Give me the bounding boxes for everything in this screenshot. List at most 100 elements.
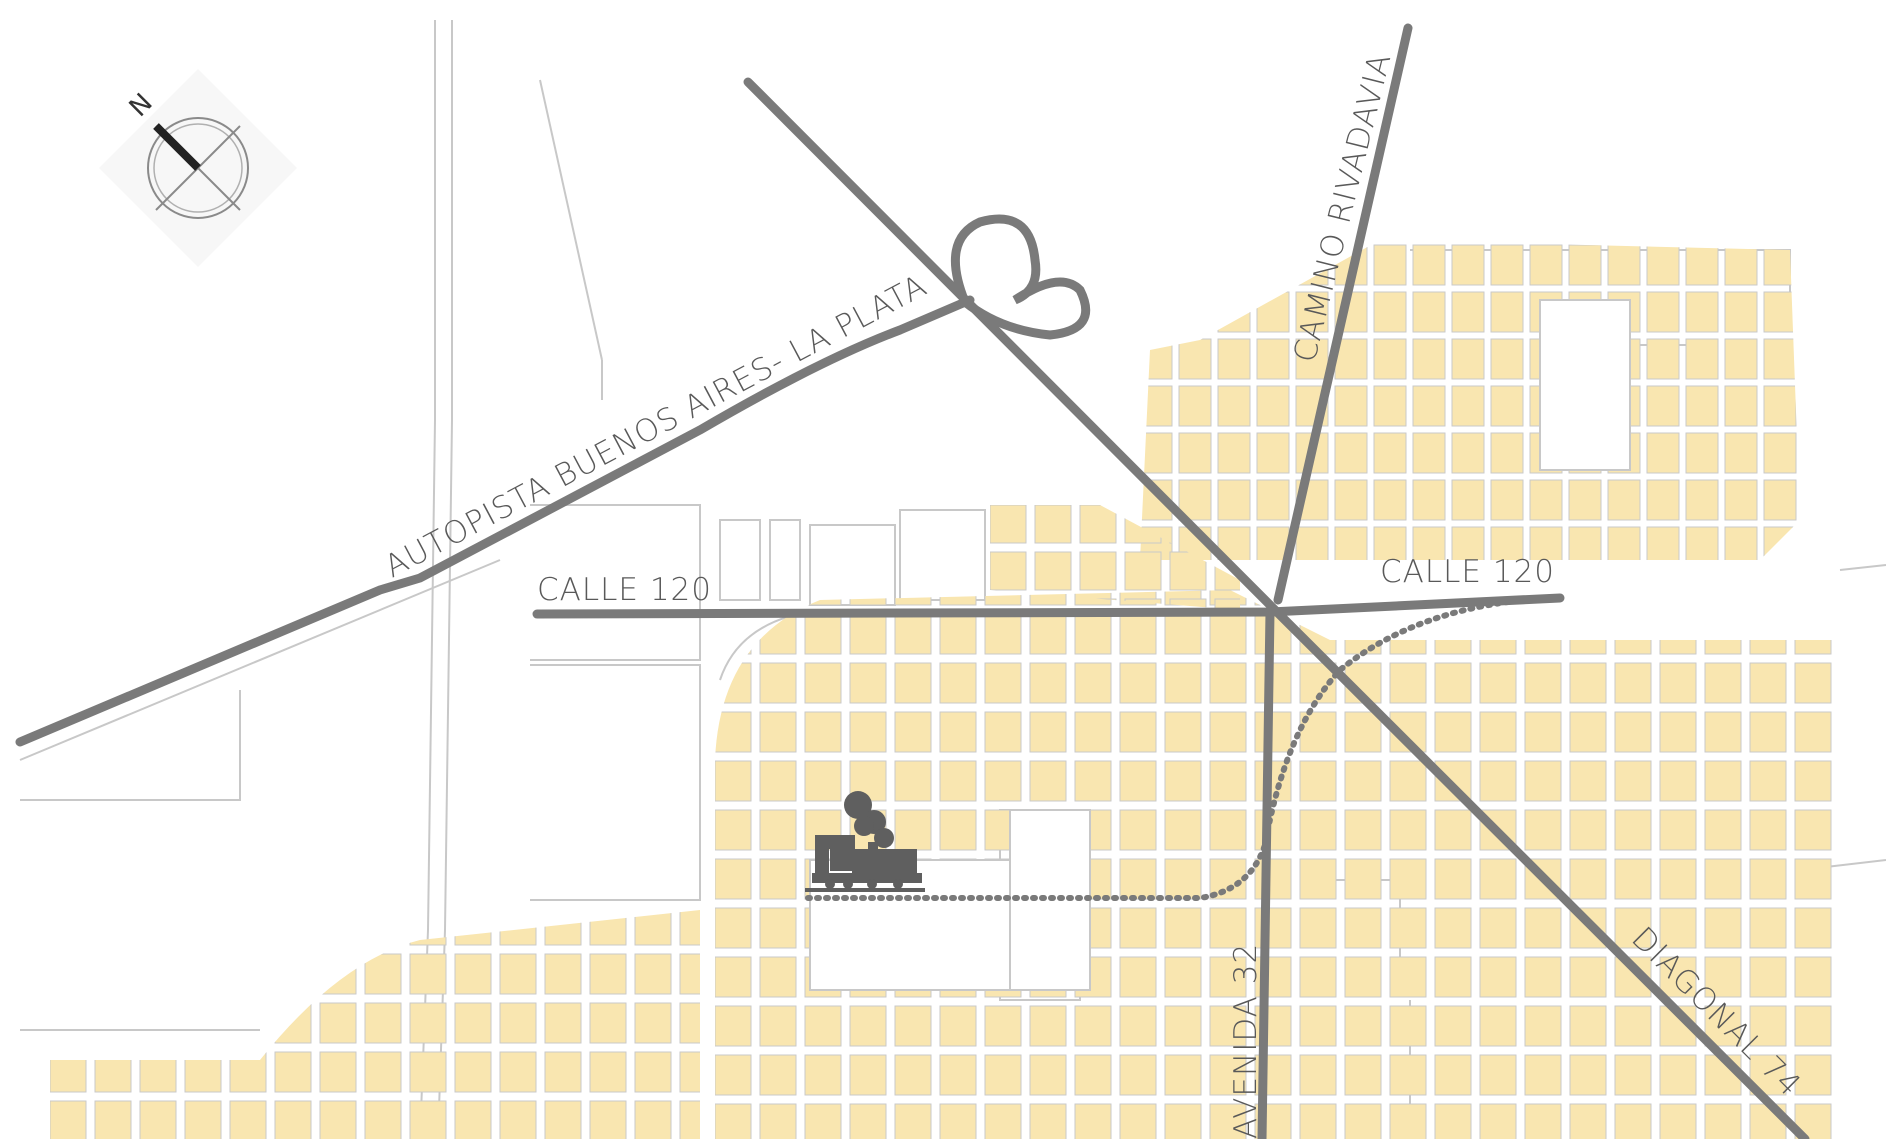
city-block <box>894 1005 932 1047</box>
city-block <box>1614 760 1652 802</box>
city-block <box>1074 760 1112 802</box>
city-block <box>1178 338 1212 380</box>
city-block <box>1763 479 1797 521</box>
city-block <box>1724 526 1758 560</box>
city-block <box>1217 338 1251 380</box>
city-block <box>679 1100 700 1139</box>
city-block <box>1659 907 1697 949</box>
city-block <box>1434 858 1472 900</box>
road-camino-rivadavia <box>1273 23 1413 605</box>
city-block <box>1029 1103 1067 1139</box>
city-block <box>715 613 752 655</box>
city-block <box>1479 711 1517 753</box>
city-block <box>1724 338 1758 380</box>
city-block <box>1749 956 1787 998</box>
city-block <box>1299 956 1337 998</box>
city-block <box>499 910 537 946</box>
city-block <box>1529 479 1563 521</box>
city-block <box>1685 432 1719 474</box>
city-block <box>589 1051 627 1093</box>
city-block <box>1763 291 1797 333</box>
city-block <box>1119 613 1157 655</box>
city-block <box>759 760 797 802</box>
city-block <box>1704 711 1742 753</box>
city-block <box>990 505 1027 544</box>
city-block <box>715 858 752 900</box>
city-block <box>139 910 177 946</box>
city-block <box>1479 613 1517 655</box>
city-block <box>1763 526 1797 560</box>
city-block <box>229 1051 267 1093</box>
city-block <box>715 1005 752 1047</box>
city-block <box>1344 613 1382 655</box>
city-block <box>1646 432 1680 474</box>
city-block <box>139 1002 177 1044</box>
city-block <box>1164 858 1202 900</box>
city-block <box>1704 590 1742 606</box>
city-block <box>1373 526 1407 560</box>
city-block <box>759 809 797 851</box>
city-block <box>1794 590 1832 606</box>
city-block <box>715 711 752 753</box>
city-block <box>894 613 932 655</box>
city-block <box>1373 432 1407 474</box>
city-block <box>1749 613 1787 655</box>
city-block <box>1412 291 1446 333</box>
city-block <box>984 1054 1022 1096</box>
city-block <box>939 662 977 704</box>
main-roads <box>15 23 1810 1139</box>
city-block <box>1209 711 1247 753</box>
city-block <box>50 1100 87 1139</box>
city-block <box>1524 711 1562 753</box>
city-block <box>364 1002 402 1044</box>
city-block <box>409 1100 447 1139</box>
city-block <box>1490 479 1524 521</box>
city-block <box>1412 479 1446 521</box>
city-block <box>849 1103 887 1139</box>
railway-line <box>805 595 1553 901</box>
city-block <box>1434 1103 1472 1139</box>
city-block <box>1479 907 1517 949</box>
city-block <box>1614 613 1652 655</box>
city-block <box>1214 598 1240 610</box>
city-block <box>1763 338 1797 380</box>
city-block <box>1451 338 1485 380</box>
city-block <box>1029 613 1067 655</box>
city-block <box>1614 590 1652 606</box>
city-block <box>939 1005 977 1047</box>
city-block <box>1794 1005 1832 1047</box>
road-autopista <box>15 295 975 747</box>
city-block <box>499 1051 537 1093</box>
city-block <box>1479 1103 1517 1139</box>
city-block <box>634 910 672 946</box>
city-block <box>1794 858 1832 900</box>
city-block <box>1079 505 1117 544</box>
city-block <box>1178 385 1212 427</box>
city-block <box>1763 432 1797 474</box>
city-block <box>1434 956 1472 998</box>
city-block <box>1794 662 1832 704</box>
city-block <box>759 1054 797 1096</box>
city-block <box>1704 858 1742 900</box>
city-block <box>894 662 932 704</box>
city-block <box>544 1002 582 1044</box>
city-block <box>984 613 1022 655</box>
city-block <box>1704 809 1742 851</box>
city-block <box>1614 662 1652 704</box>
city-block <box>1685 526 1719 560</box>
city-block <box>1568 526 1602 560</box>
city-block <box>1434 907 1472 949</box>
city-block <box>1529 526 1563 560</box>
city-block <box>1334 526 1368 560</box>
city-block <box>1034 505 1072 544</box>
city-block <box>1524 1005 1562 1047</box>
city-block <box>939 590 977 606</box>
city-block <box>1724 479 1758 521</box>
city-block <box>1569 662 1607 704</box>
city-block <box>1659 1054 1697 1096</box>
city-block <box>1299 907 1337 949</box>
city-block <box>715 907 752 949</box>
city-block <box>1299 1054 1337 1096</box>
city-block <box>589 1100 627 1139</box>
city-block <box>1373 385 1407 427</box>
